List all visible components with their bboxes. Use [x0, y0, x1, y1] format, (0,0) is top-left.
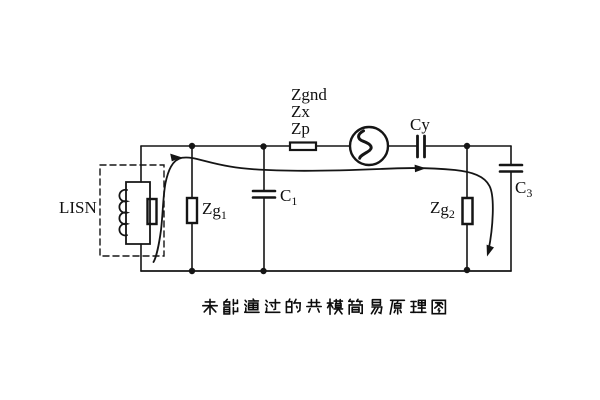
svg-text:Zg1: Zg1 [202, 199, 227, 222]
svg-text:Zp: Zp [291, 119, 310, 138]
svg-text:LISN: LISN [59, 198, 97, 217]
svg-text:Cy: Cy [410, 115, 430, 134]
svg-text:Zx: Zx [291, 102, 310, 121]
svg-text:Zgnd: Zgnd [291, 85, 327, 104]
svg-text:Zg2: Zg2 [430, 198, 455, 221]
